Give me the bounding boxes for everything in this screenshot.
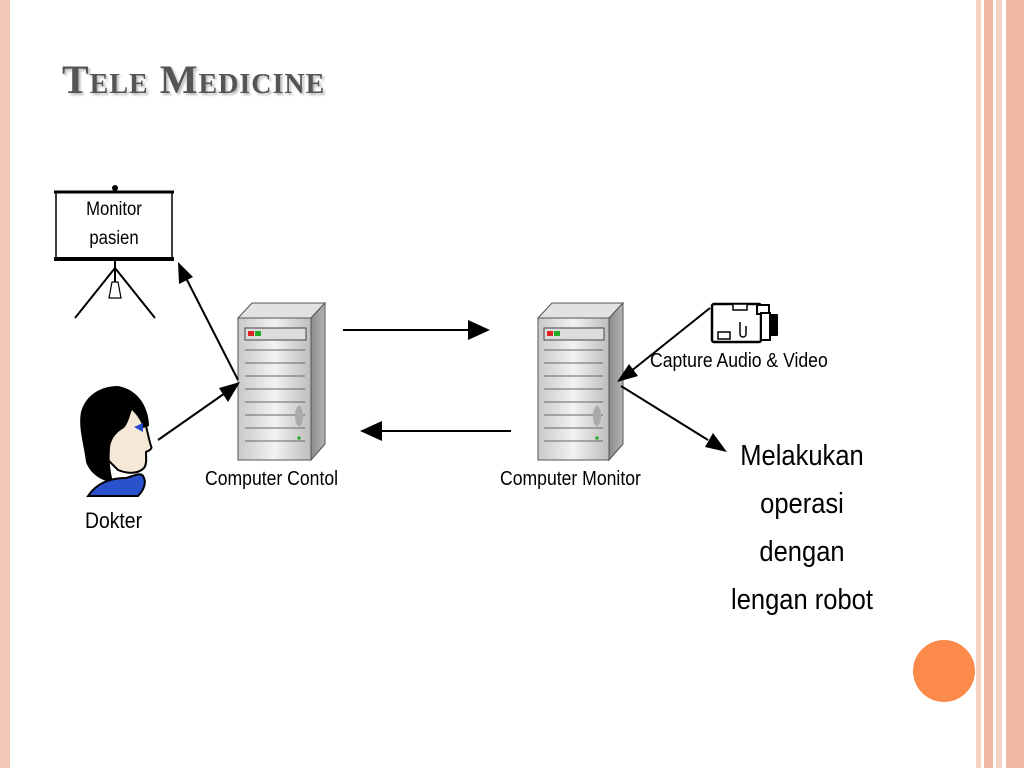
left-frame-strip [0,0,10,768]
right-frame-strip [976,0,981,768]
capture-audio-video-label: Capture Audio & Video [650,350,828,372]
slide-title: Tele Medicine [62,57,326,102]
computer-control-label: Computer Contol [205,468,339,490]
arrow-doctor-to-control [157,382,240,441]
arrow-computer-monitor-to-control [360,421,511,441]
video-camera-icon [710,302,778,344]
doctor-icon [80,386,153,497]
arrow-computer-monitor-to-robot [620,385,727,452]
arrow-control-to-computer-monitor [343,320,490,340]
arrow-control-to-monitor-screen [178,262,239,381]
robot-operation-label: Melakukan operasi dengan lengan robot [731,440,873,616]
right-frame-strip [1006,0,1024,768]
right-frame-strip [984,0,993,768]
doctor-label: Dokter [85,508,143,533]
right-frame-strip [996,0,1002,768]
computer-monitor-label: Computer Monitor [500,468,641,490]
arrow-camera-to-computer-monitor [617,307,711,382]
monitor-pasien-label: Monitor pasien [86,199,142,249]
projector-screen-icon [54,185,174,319]
computer-control-tower [236,301,327,462]
computer-monitor-tower [536,301,625,462]
decorative-orange-circle [913,640,975,702]
